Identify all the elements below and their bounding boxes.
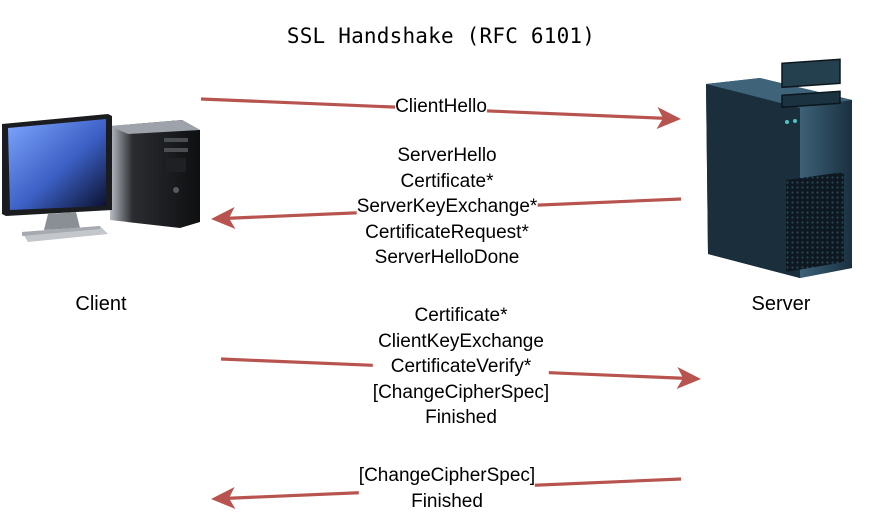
- client-label: Client: [75, 293, 127, 315]
- message-line: ServerHello: [397, 145, 497, 166]
- message-label: ClientHello: [395, 94, 487, 120]
- message-line: Finished: [425, 407, 497, 428]
- server-tower-icon: [706, 58, 852, 278]
- client-tower: [110, 120, 200, 228]
- arrow-head: [676, 367, 701, 389]
- message-line: [ChangeCipherSpec]: [372, 381, 550, 403]
- message-line: Finished: [411, 490, 483, 512]
- client-computer-icon: [2, 114, 200, 242]
- message-line: ClientHello: [395, 96, 487, 117]
- arrow-head: [211, 206, 236, 229]
- arrow-head: [656, 107, 681, 129]
- client-monitor: [2, 114, 112, 242]
- message-line: [ChangeCipherSpec]: [358, 465, 536, 486]
- message-line: ClientKeyExchange: [378, 330, 544, 352]
- message-line: CertificateVerify*: [390, 356, 532, 377]
- message-label: [ChangeCipherSpec] Finished: [358, 463, 536, 514]
- server-label: Server: [751, 293, 811, 315]
- message-line: Certificate*: [414, 305, 508, 326]
- message-line: ServerHelloDone: [374, 247, 520, 268]
- message-line: CertificateRequest*: [365, 221, 529, 243]
- diagram-title: SSL Handshake (RFC 6101): [286, 24, 596, 48]
- arrow-head: [211, 486, 236, 509]
- message-line: ServerKeyExchange*: [356, 196, 538, 217]
- message-line: Certificate*: [400, 170, 494, 192]
